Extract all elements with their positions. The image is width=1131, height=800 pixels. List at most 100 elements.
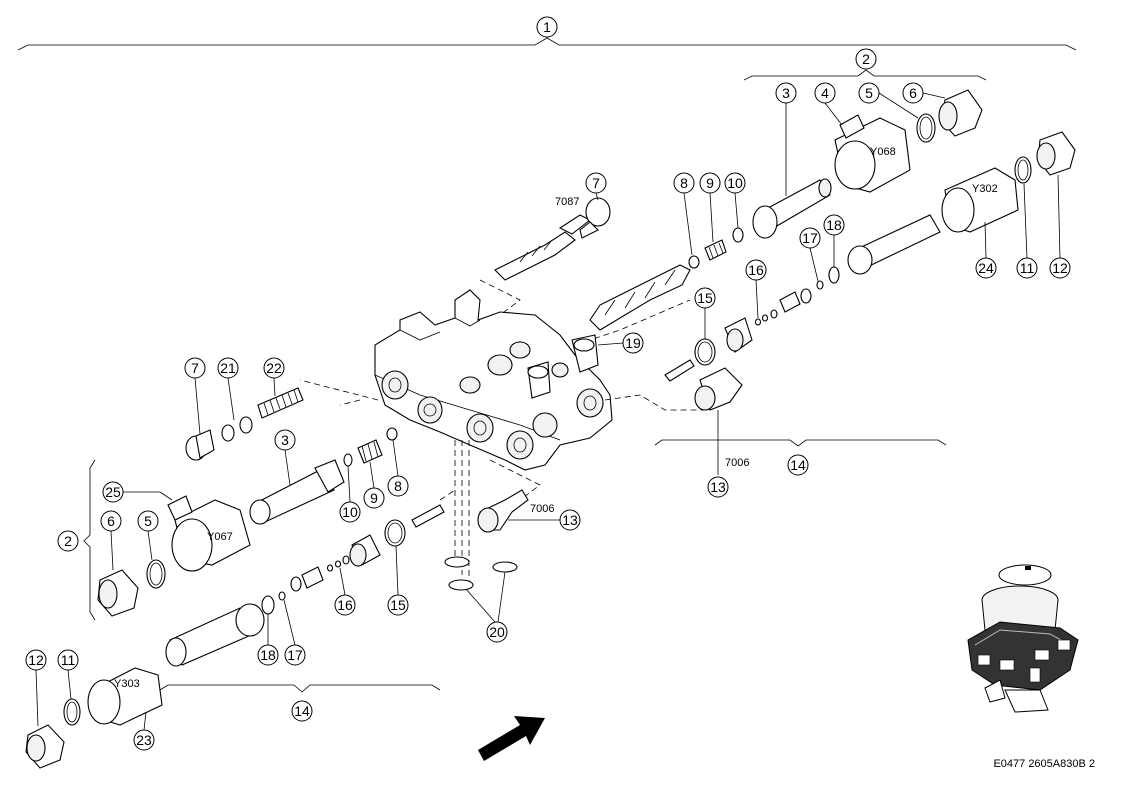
callout-24: 24 [978, 260, 994, 276]
seal-17-top: 17 [779, 227, 824, 313]
callout-13-right: 13 [710, 479, 726, 495]
callout-12-right: 12 [1052, 260, 1068, 276]
ring-10-left: 10 [339, 453, 361, 523]
callout-15-top: 15 [697, 290, 713, 306]
washer-8-left: 8 [386, 427, 409, 497]
callout-22: 22 [266, 360, 282, 376]
solenoid-y068: Y068 4 [814, 82, 911, 193]
fitting-19: 19 [571, 332, 644, 373]
callout-16-top: 16 [748, 262, 764, 278]
callout-23: 23 [136, 732, 152, 748]
callout-6-left: 6 [107, 513, 115, 529]
callout-14-left: 14 [294, 703, 310, 719]
callout-3-left: 3 [281, 432, 289, 448]
ring-5-top: 5 [858, 82, 936, 143]
seal-16-bot: 16 [326, 555, 356, 616]
assembly-bracket-2-upper: 2 [743, 48, 987, 81]
ref-7006-right: 7006 [725, 457, 749, 469]
callout-8-top: 8 [680, 175, 688, 191]
ref-7087: 7087 [555, 196, 579, 208]
nut-12-left: 12 [25, 649, 65, 769]
fitting-15-top: 15 [694, 287, 753, 366]
callout-16-bot: 16 [337, 597, 353, 613]
ring-11-right: 11 [1014, 156, 1038, 279]
assembly-thumbnail [967, 564, 1079, 713]
callout-10-top: 10 [727, 175, 743, 191]
callout-19: 19 [625, 335, 641, 351]
spring-9-left: 9 [357, 439, 385, 509]
callout-15-bot: 15 [390, 597, 406, 613]
callout-7-top: 7 [592, 175, 600, 191]
ring-5-left: 5 [137, 510, 166, 589]
washer-8-top: 8 [673, 172, 700, 269]
fitting-15-bot: 15 [349, 519, 409, 616]
callout-20: 20 [489, 624, 505, 640]
callout-7-left: 7 [191, 360, 199, 376]
solenoid-y067: Y067 25 [102, 481, 251, 572]
solenoid-y302: Y302 24 [941, 167, 1019, 279]
callout-9-top: 9 [706, 175, 714, 191]
tube-3-top: 3 [752, 82, 832, 239]
assembly-bracket-14-right: 14 [654, 439, 947, 476]
label-y302: Y302 [972, 183, 998, 195]
nut-12-right: 12 [1036, 131, 1076, 279]
tube-3-left: 3 [249, 429, 345, 525]
ring-10-top: 10 [724, 172, 746, 243]
plug-7-left: 7 [184, 357, 215, 461]
label-y068: Y068 [870, 146, 896, 158]
label-y067: Y067 [207, 531, 233, 543]
nut-6-left: 6 [97, 510, 139, 617]
solenoid-y303: Y303 23 [87, 667, 163, 751]
callout-4: 4 [821, 85, 829, 101]
callout-17-top: 17 [802, 230, 818, 246]
tube-lower-left [165, 603, 265, 667]
direction-arrow [478, 716, 545, 761]
callout-17-bot: 17 [287, 647, 303, 663]
valve-block [374, 289, 613, 471]
pin-upper [664, 359, 695, 382]
fitting-19-lower [527, 361, 551, 399]
callout-18-bot: 18 [260, 647, 276, 663]
assembly-bracket-1: 1 [17, 16, 1077, 51]
callout-6-top: 6 [909, 85, 917, 101]
callout-9-left: 9 [370, 490, 378, 506]
upper-stem [494, 214, 592, 281]
callout-14-right: 14 [790, 457, 806, 473]
callout-5-top: 5 [865, 85, 873, 101]
callout-5-left: 5 [144, 513, 152, 529]
seal-16-top: 16 [745, 259, 778, 326]
callout-2-top: 2 [862, 51, 870, 67]
pin-lower [411, 504, 445, 528]
callout-2-left: 2 [64, 533, 72, 549]
callout-10-left: 10 [342, 504, 358, 520]
callout-18-top: 18 [826, 217, 842, 233]
callout-3-top: 3 [782, 85, 790, 101]
callout-1: 1 [543, 19, 551, 35]
valve-13-mid: 7006 13 [477, 489, 581, 533]
callout-12-left: 12 [28, 652, 44, 668]
ring-18-bot: 18 [257, 595, 279, 666]
nut-6-top: 6 [902, 82, 983, 137]
callout-21: 21 [220, 360, 236, 376]
callout-25: 25 [105, 484, 121, 500]
rings-21: 21 [217, 357, 253, 442]
assembly-bracket-2-left: 2 [57, 459, 96, 621]
callout-13-mid: 13 [562, 512, 578, 528]
callout-11-right: 11 [1020, 260, 1035, 276]
callout-11-left: 11 [61, 652, 76, 668]
seal-17-bot: 17 [278, 566, 324, 666]
upper-spool [589, 264, 691, 331]
assembly-bracket-14-left: 14 [159, 684, 441, 722]
spring-9-top: 9 [699, 172, 727, 261]
plug-7-top: 7 7087 [555, 172, 611, 239]
label-y303: Y303 [114, 678, 140, 690]
ring-18-top: 18 [823, 214, 845, 284]
orings-20: 20 [444, 556, 518, 643]
ring-11-left: 11 [57, 649, 81, 726]
figure-code: E0477 2605A830B 2 [993, 758, 1095, 770]
tube-right [847, 214, 941, 275]
callout-8-left: 8 [394, 478, 402, 494]
valve-13-right: 7006 13 [694, 367, 749, 498]
spring-22: 22 [257, 357, 304, 419]
